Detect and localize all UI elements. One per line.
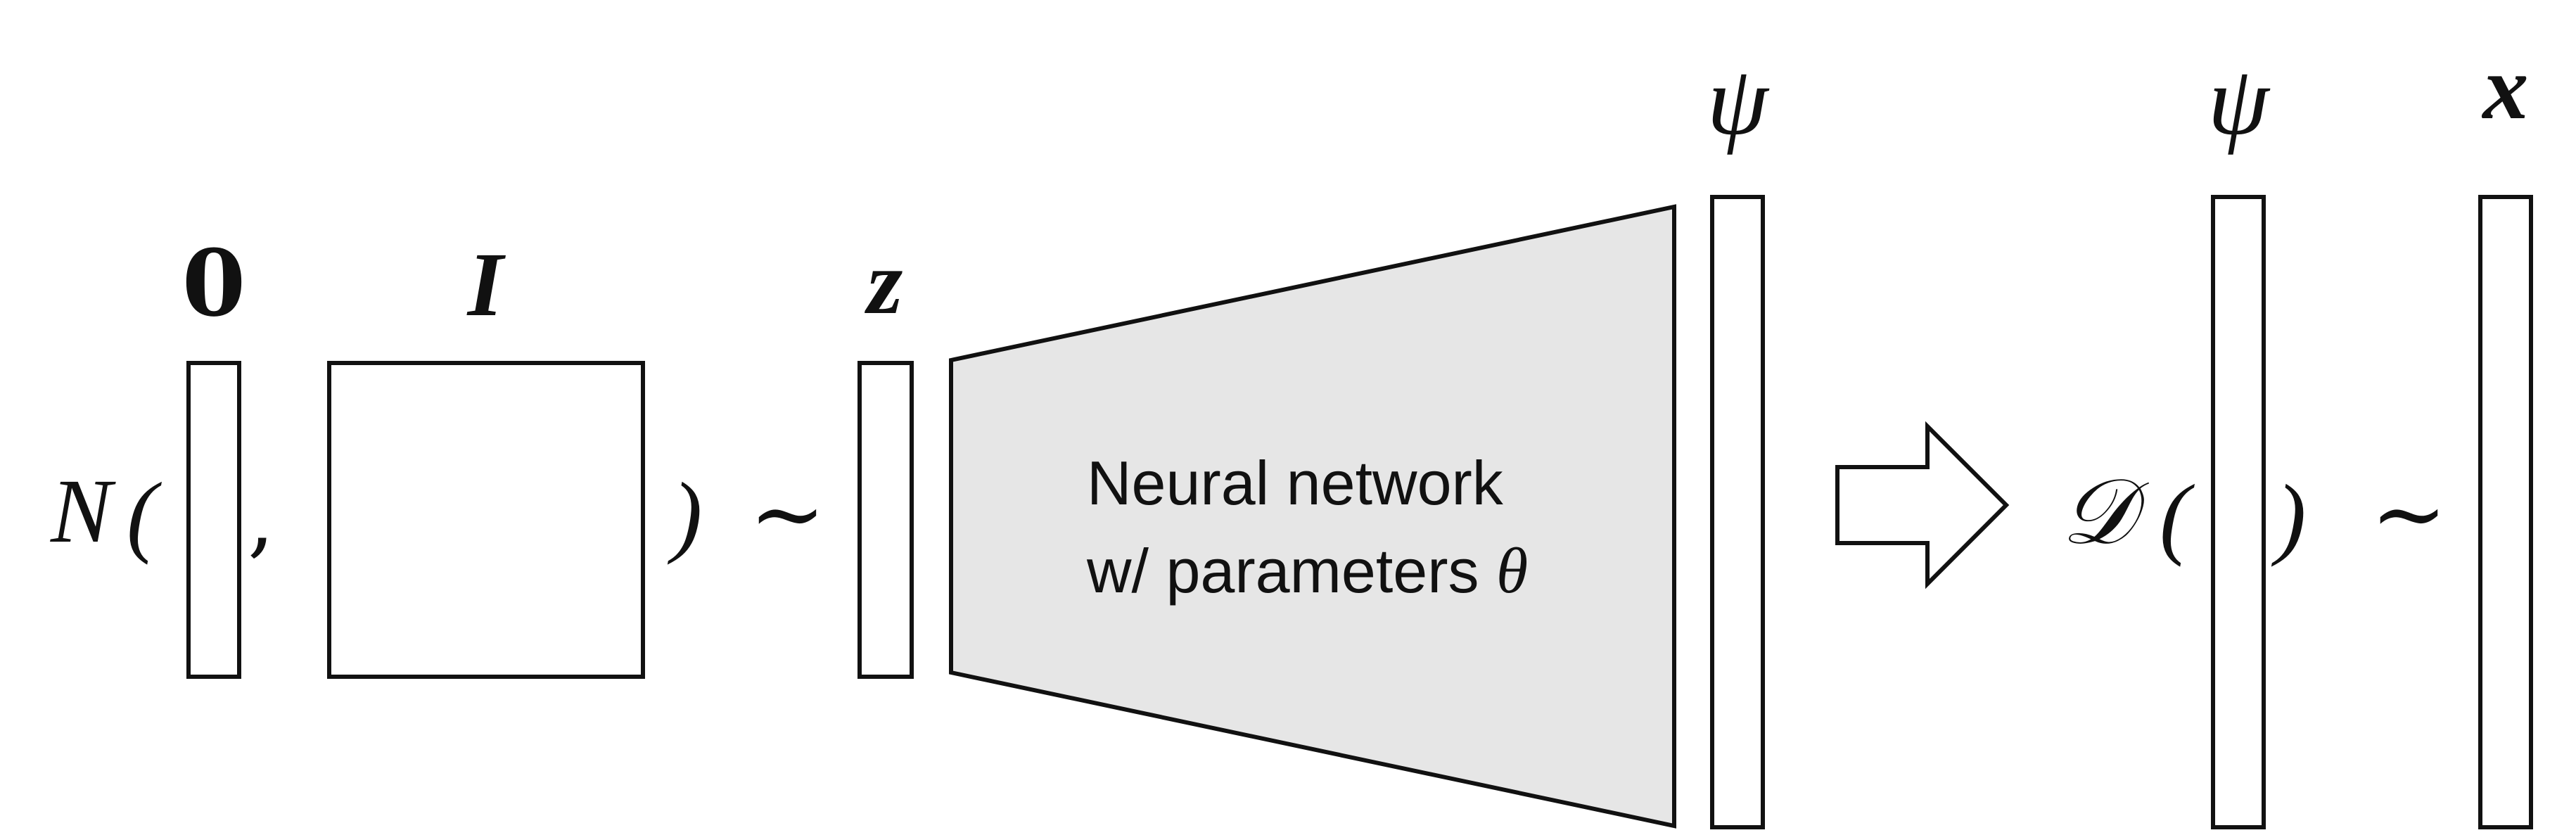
network-label-line1: Neural network xyxy=(1087,448,1504,518)
covariance-matrix-label: I xyxy=(466,234,506,336)
prior-comma: , xyxy=(248,470,274,568)
theta-symbol: θ xyxy=(1496,535,1528,606)
output-psi-label: ψ xyxy=(1707,46,1770,155)
latent-vector-box xyxy=(857,361,914,679)
latent-vector-label: z xyxy=(865,232,903,333)
network-label-line2: w/ parameters θ xyxy=(1086,535,1528,606)
data-x-label: x xyxy=(2482,37,2529,139)
normal-distribution-symbol: N xyxy=(50,461,116,562)
mean-vector-box xyxy=(186,361,241,679)
prior-close-paren: ) xyxy=(667,464,702,566)
prior-open-paren: ( xyxy=(127,464,162,566)
network-label-prefix: w/ parameters xyxy=(1086,536,1496,606)
likelihood-close-paren: ) xyxy=(2271,466,2306,568)
prior-sampling-tilde: ~ xyxy=(749,460,826,567)
data-x-vector-box xyxy=(2478,195,2533,829)
output-psi-vector-box xyxy=(1710,195,1765,829)
right-arrow-icon xyxy=(1835,421,2010,589)
likelihood-psi-vector-box xyxy=(2211,195,2266,829)
likelihood-distribution-symbol: 𝒟 xyxy=(2061,462,2149,563)
neural-network-trapezoid xyxy=(949,204,1676,829)
mean-vector-label: 0 xyxy=(182,229,246,337)
covariance-matrix-box xyxy=(327,361,645,679)
likelihood-sampling-tilde: ~ xyxy=(2371,460,2447,567)
likelihood-open-paren: ( xyxy=(2160,466,2195,568)
likelihood-psi-label: ψ xyxy=(2208,46,2271,155)
